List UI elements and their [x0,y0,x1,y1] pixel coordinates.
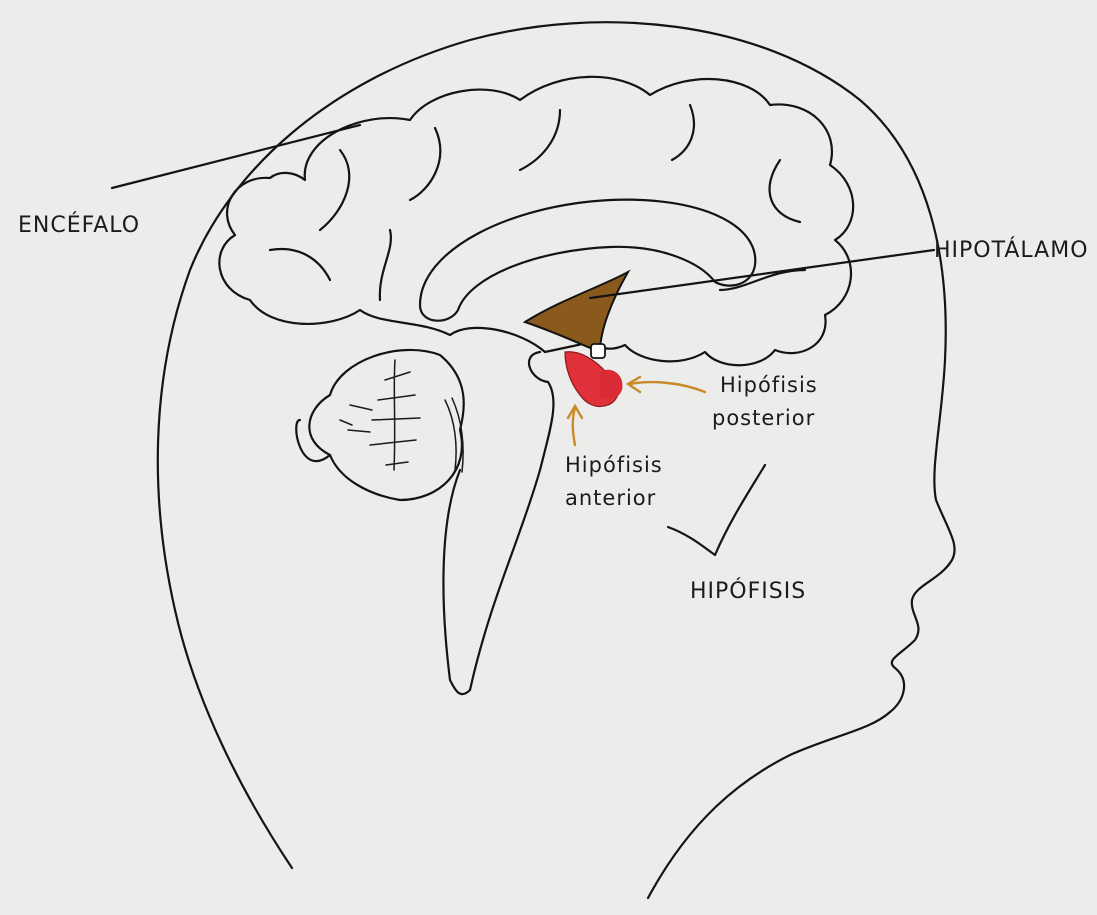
cerebellum-foliage [340,360,420,470]
sulcus [672,105,694,160]
leader-hipotalamo [590,250,934,298]
brainstem [443,352,553,694]
sulcus [320,150,349,230]
hypothalamus [525,272,628,352]
arrow-anterior [568,406,582,445]
label-hipofisis-posterior-1: Hipófisis [720,373,818,397]
head-outline [158,22,955,898]
label-hipofisis-posterior-2: posterior [712,406,815,430]
pituitary-posterior-lobe [600,370,622,400]
label-hipofisis-anterior-1: Hipófisis [565,453,663,477]
sulcus [270,249,330,280]
sulcus [410,128,440,200]
label-hipofisis: HIPÓFISIS [690,578,806,604]
sulcus [770,160,800,222]
hipofisis-bracket [668,465,765,555]
label-hipofisis-anterior-2: anterior [565,486,656,510]
label-encefalo: ENCÉFALO [18,212,140,238]
cerebellum-edge [452,398,463,472]
label-hipotalamo: HIPOTÁLAMO [934,237,1089,263]
sulcus [520,110,560,170]
pituitary-stalk [591,344,605,358]
sulcus [380,230,391,300]
leader-encefalo [112,125,360,188]
cerebellum [309,350,463,500]
cerebellum-edge [445,400,456,470]
arrow-posterior [628,377,705,392]
